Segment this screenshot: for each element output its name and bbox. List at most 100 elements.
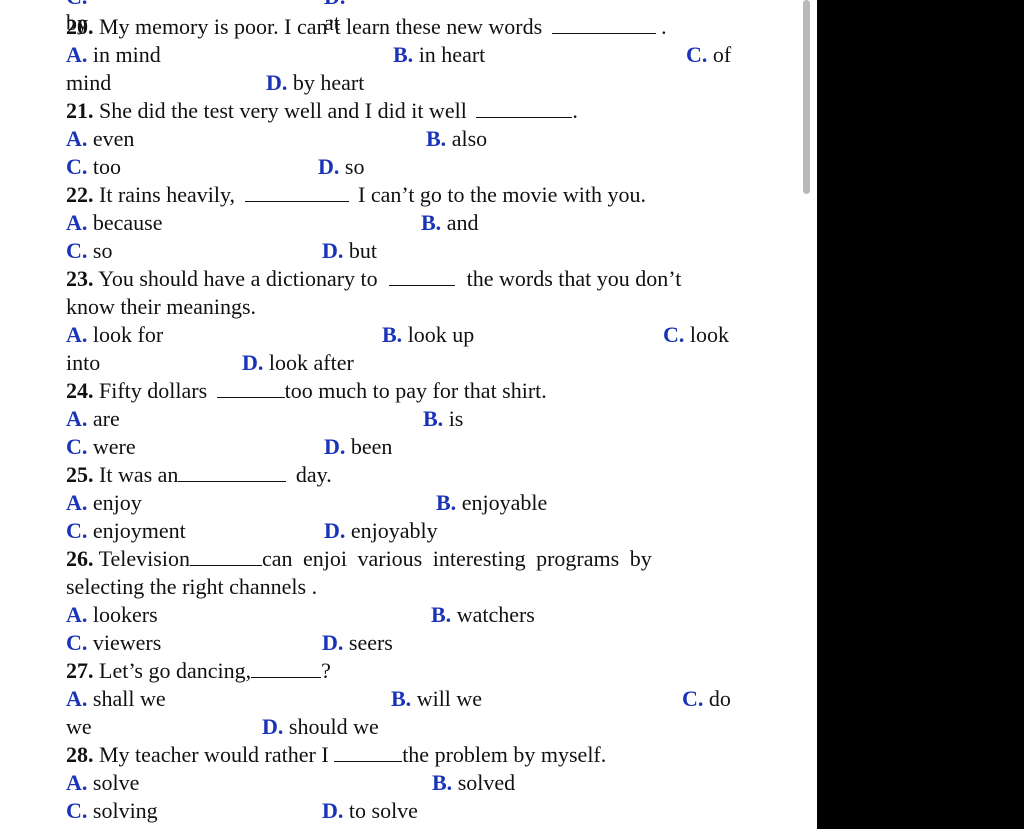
option-a: A. solve <box>66 770 139 796</box>
text-fragment: the problem by myself. <box>402 742 607 767</box>
option-letter: D. <box>324 518 346 543</box>
answer-blank <box>178 463 287 482</box>
option-a: A. look for <box>66 322 163 348</box>
option-d: D. enjoyably <box>324 518 438 544</box>
right-black-panel <box>817 0 1024 829</box>
question-21: 21. She did the test very well and I did… <box>66 98 578 124</box>
option-d: D. but <box>322 238 377 264</box>
text-fragment: Let’s go dancing, <box>99 658 252 683</box>
text-fragment: It was an <box>99 462 179 487</box>
option-letter: D. <box>322 630 344 655</box>
option-b: B. and <box>421 210 478 236</box>
answer-blank <box>244 183 349 202</box>
text-fragment: solved <box>457 770 516 795</box>
option-c: C. do <box>682 686 731 712</box>
option-letter: B. <box>426 126 447 151</box>
option-letter: A. <box>66 602 88 627</box>
option-b: B. enjoyable <box>436 490 547 516</box>
text-fragment: It rains heavily, <box>99 182 236 207</box>
option-b: B. watchers <box>431 602 535 628</box>
question-27: 27. Let’s go dancing,? <box>66 658 331 684</box>
text-fragment: lookers <box>92 602 158 627</box>
option-d: D. look after <box>242 350 354 376</box>
option-a: A. lookers <box>66 602 158 628</box>
option-letter: A. <box>66 210 88 235</box>
answer-blank <box>189 547 262 566</box>
option-letter: D. <box>266 70 288 95</box>
question-25: 25. It was an day. <box>66 462 332 488</box>
text-fragment: 24. <box>66 378 94 403</box>
text-fragment: My teacher would rather I <box>99 742 329 767</box>
text-fragment: I can’t go to the movie with you. <box>358 182 647 207</box>
option-letter: C. <box>66 154 88 179</box>
option-letter: B. <box>436 490 457 515</box>
option-letter: B. <box>431 602 452 627</box>
option-letter: C. <box>663 322 685 347</box>
option-text: by <box>66 10 88 35</box>
question-23: 23. You should have a dictionary to the … <box>66 266 681 292</box>
text-fragment: 22. <box>66 182 94 207</box>
text-fragment: also <box>451 126 488 151</box>
option-letter: D. <box>318 154 340 179</box>
option-c: C. so <box>66 238 112 264</box>
option-a: A. shall we <box>66 686 166 712</box>
question-end: . <box>661 14 667 39</box>
answer-blank <box>216 379 285 398</box>
option-letter: A. <box>66 770 88 795</box>
text-fragment: too <box>92 154 122 179</box>
text-fragment: the words that you don’t <box>466 266 682 291</box>
option-d: D. to solve <box>322 798 418 824</box>
option-letter: C. <box>66 798 88 823</box>
question-26-wrap: selecting the right channels . <box>66 574 318 599</box>
text-fragment: day. <box>295 462 332 487</box>
answer-blank <box>476 99 573 118</box>
option-d: D. so <box>318 154 364 180</box>
option-c: C. look <box>663 322 729 348</box>
text-fragment: and <box>446 210 479 235</box>
text-fragment: look after <box>268 350 354 375</box>
option-b: B. is <box>423 406 463 432</box>
option-d: D. should we <box>262 714 379 740</box>
option-letter: C. <box>66 434 88 459</box>
option-letter: B. <box>393 42 414 67</box>
option-a: A. because <box>66 210 163 236</box>
question-number: 21. <box>66 98 94 123</box>
option-c-wrap: mind <box>66 70 112 95</box>
scrollbar-track[interactable] <box>800 0 817 829</box>
option-b: B. solved <box>432 770 515 796</box>
text-fragment: so <box>92 238 113 263</box>
question-number: 20. <box>66 14 94 39</box>
answer-blank <box>389 267 456 286</box>
question-23-wrap: know their meanings. <box>66 294 257 319</box>
option-letter: C. <box>686 42 708 67</box>
text-fragment: were <box>92 434 136 459</box>
text-fragment: even <box>92 126 135 151</box>
option-letter: B. <box>432 770 453 795</box>
option-letter: C. <box>66 238 88 263</box>
option-c: C. enjoyment <box>66 518 186 544</box>
text-fragment: been <box>350 434 393 459</box>
text-fragment: because <box>92 210 163 235</box>
option-c-wrap: we <box>66 714 92 739</box>
option-letter: B. <box>382 322 403 347</box>
option-letter: B. <box>423 406 444 431</box>
option-letter: A. <box>66 322 88 347</box>
option-letter: D. <box>324 0 345 9</box>
text-fragment: . <box>572 98 578 123</box>
option-c-wrap: into <box>66 350 101 375</box>
text-fragment: enjoyable <box>461 490 548 515</box>
option-letter: D. <box>324 434 346 459</box>
option-letter: C. <box>66 518 88 543</box>
option-a: A. even <box>66 126 134 152</box>
option-a: A. enjoy <box>66 490 142 516</box>
option-letter: C. <box>66 0 87 9</box>
option-letter: C. <box>66 630 88 655</box>
text-fragment: 26. <box>66 546 94 571</box>
question-text: She did the test very well and I did it … <box>99 98 467 123</box>
text-fragment: You should have a dictionary to <box>98 266 378 291</box>
scrollbar-thumb[interactable] <box>803 0 810 194</box>
text-fragment: ? <box>321 658 331 683</box>
text-fragment: Television <box>98 546 190 571</box>
text-fragment: 28. <box>66 742 94 767</box>
option-d: D. seers <box>322 630 393 656</box>
